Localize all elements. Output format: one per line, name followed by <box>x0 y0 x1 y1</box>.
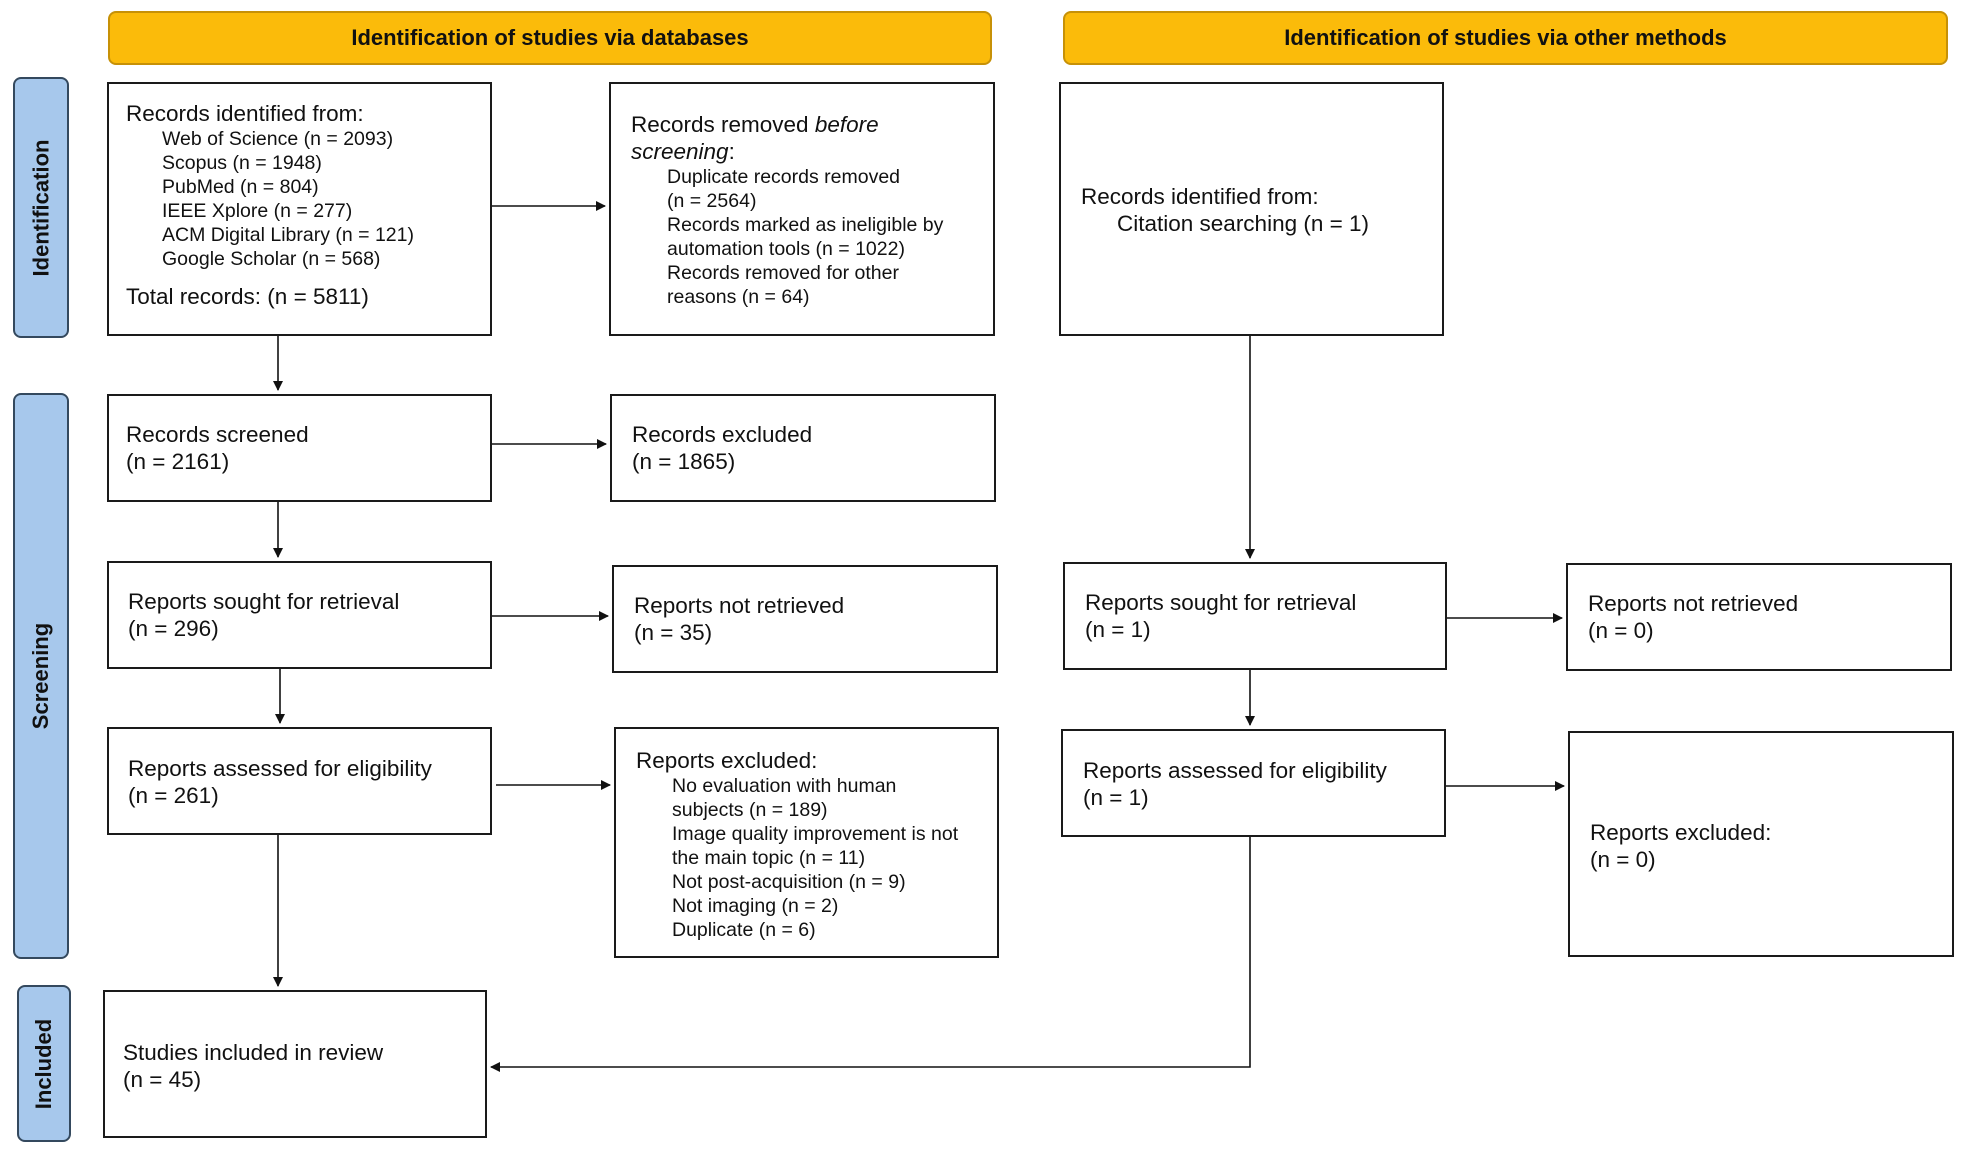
other-citation-searching: Citation searching (n = 1) <box>1117 211 1370 236</box>
db-source-item: Google Scholar (n = 568) <box>162 248 381 270</box>
header-other-methods-label: Identification of studies via other meth… <box>1284 25 1727 50</box>
db-records-screened-label: Records screened <box>126 422 309 447</box>
db-reports-excluded-item: Not post-acquisition (n = 9) <box>672 871 906 893</box>
db-records-screened-n: (n = 2161) <box>126 449 230 474</box>
db-reports-excluded-item: Not imaging (n = 2) <box>672 895 839 917</box>
db-reports-assessed-label: Reports assessed for eligibility <box>128 756 432 781</box>
db-removed-list: Duplicate records removed (n = 2564) Rec… <box>631 165 993 309</box>
other-records-identified-box: Records identified from: Citation search… <box>1059 82 1444 336</box>
db-studies-included-n: (n = 45) <box>123 1067 202 1092</box>
db-removed-item: Duplicate records removed <box>667 166 901 188</box>
db-source-item: PubMed (n = 804) <box>162 176 319 198</box>
db-removed-emph-screening: screening <box>631 139 729 164</box>
db-reports-excluded-item: the main topic (n = 11) <box>672 847 866 869</box>
other-records-identified-title: Records identified from: <box>1081 184 1319 209</box>
other-reports-assessed-n: (n = 1) <box>1083 785 1149 810</box>
phase-identification: Identification <box>13 77 69 338</box>
other-reports-assessed-box: Reports assessed for eligibility (n = 1) <box>1061 729 1446 837</box>
db-records-identified-box: Records identified from: Web of Science … <box>107 82 492 336</box>
db-reports-excluded-list: No evaluation with human subjects (n = 1… <box>636 774 997 942</box>
db-studies-included-label: Studies included in review <box>123 1040 384 1065</box>
other-reports-excluded-label: Reports excluded: <box>1590 820 1772 845</box>
db-reports-excluded-item: Image quality improvement is not <box>672 823 959 845</box>
other-reports-sought-label: Reports sought for retrieval <box>1085 590 1357 615</box>
db-records-excluded-n: (n = 1865) <box>632 449 736 474</box>
arrow-other-assessed-to-included <box>490 837 1251 1072</box>
other-reports-sought-n: (n = 1) <box>1085 617 1151 642</box>
db-reports-sought-n: (n = 296) <box>128 616 219 641</box>
db-reports-sought-box: Reports sought for retrieval (n = 296) <box>107 561 492 669</box>
db-records-removed-title: Records removed before screening: <box>631 111 993 165</box>
db-reports-excluded-item: subjects (n = 189) <box>672 799 828 821</box>
other-reports-excluded-n: (n = 0) <box>1590 847 1656 872</box>
db-records-excluded-label: Records excluded <box>632 422 813 447</box>
db-reports-assessed-box: Reports assessed for eligibility (n = 26… <box>107 727 492 835</box>
db-reports-excluded-item: No evaluation with human <box>672 775 897 797</box>
db-source-item: Web of Science (n = 2093) <box>162 128 394 150</box>
db-records-identified-title: Records identified from: <box>126 101 364 126</box>
db-reports-excluded-box: Reports excluded: No evaluation with hum… <box>614 727 999 958</box>
db-removed-item: Records removed for other <box>667 262 899 284</box>
other-reports-not-retrieved-label: Reports not retrieved <box>1588 591 1799 616</box>
other-reports-excluded-box: Reports excluded: (n = 0) <box>1568 731 1954 957</box>
other-reports-assessed-label: Reports assessed for eligibility <box>1083 758 1387 783</box>
db-source-item: ACM Digital Library (n = 121) <box>162 224 414 246</box>
db-studies-included-box: Studies included in review (n = 45) <box>103 990 487 1138</box>
db-total-records: Total records: (n = 5811) <box>126 284 369 309</box>
db-records-excluded-box: Records excluded (n = 1865) <box>610 394 996 502</box>
db-removed-item: reasons (n = 64) <box>667 286 810 308</box>
header-databases: Identification of studies via databases <box>108 11 992 65</box>
header-databases-label: Identification of studies via databases <box>351 25 749 50</box>
db-removed-suffix: : <box>728 139 735 164</box>
db-records-screened-box: Records screened (n = 2161) <box>107 394 492 502</box>
db-removed-prefix: Records removed <box>631 112 815 137</box>
db-removed-item: Records marked as ineligible by <box>667 214 944 236</box>
header-other-methods: Identification of studies via other meth… <box>1063 11 1948 65</box>
other-reports-sought-box: Reports sought for retrieval (n = 1) <box>1063 562 1447 670</box>
db-reports-not-retrieved-n: (n = 35) <box>634 620 713 645</box>
other-reports-not-retrieved-box: Reports not retrieved (n = 0) <box>1566 563 1952 671</box>
db-reports-not-retrieved-box: Reports not retrieved (n = 35) <box>612 565 998 673</box>
phase-screening: Screening <box>13 393 69 959</box>
db-reports-assessed-n: (n = 261) <box>128 783 219 808</box>
db-reports-not-retrieved-label: Reports not retrieved <box>634 593 845 618</box>
db-source-item: IEEE Xplore (n = 277) <box>162 200 353 222</box>
db-reports-excluded-item: Duplicate (n = 6) <box>672 919 816 941</box>
db-removed-emph-before: before <box>814 112 879 137</box>
db-source-item: Scopus (n = 1948) <box>162 152 322 174</box>
db-removed-item: automation tools (n = 1022) <box>667 238 905 260</box>
other-reports-not-retrieved-n: (n = 0) <box>1588 618 1654 643</box>
db-reports-excluded-title: Reports excluded: <box>636 748 818 773</box>
db-records-removed-box: Records removed before screening: Duplic… <box>609 82 995 336</box>
db-removed-item: (n = 2564) <box>667 190 757 212</box>
db-reports-sought-label: Reports sought for retrieval <box>128 589 400 614</box>
db-sources-list: Web of Science (n = 2093) Scopus (n = 19… <box>126 127 490 271</box>
phase-included: Included <box>17 985 71 1142</box>
